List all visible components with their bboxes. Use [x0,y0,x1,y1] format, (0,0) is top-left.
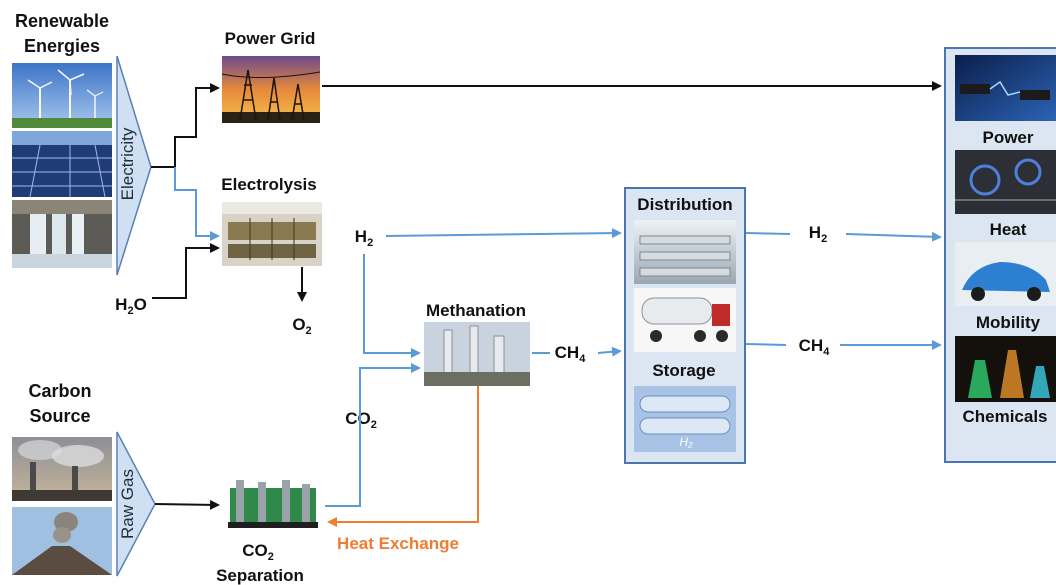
arrow-raw-gas-to-co2-separation [154,499,220,510]
chemical-flasks-photo [955,336,1056,402]
co2-separation-label-line2: Separation [216,566,304,585]
co2-flow-label: CO2 [345,409,377,431]
arrow-methanation-to-distribution [532,351,620,353]
electricity-funnel-label: Electricity [118,127,137,200]
storage-label: Storage [652,361,715,380]
arrow-distribution-h2-to-uses [745,233,940,237]
electricity-funnel: Electricity [116,55,152,276]
carbon-source-label-line1: Carbon [29,381,92,401]
use-chemicals-label: Chemicals [962,407,1047,426]
electrolysis-photo [222,202,322,266]
fuel-cell-car-photo [955,242,1056,306]
arrow-electricity-to-electrolysis [174,167,220,241]
wind-turbines-photo [12,63,112,128]
renewable-energies-label-line2: Energies [24,36,100,56]
power-grid-photo [221,56,321,123]
renewable-energies-label-line1: Renewable [15,11,109,31]
methanation-plant-photo [424,322,530,386]
use-heat-label: Heat [990,220,1027,239]
volcano-photo [12,507,112,575]
arrow-distribution-ch4-to-uses [745,344,940,345]
raw-gas-funnel-label: Raw Gas [118,469,137,539]
gas-stove-photo [955,150,1056,214]
o2-output-label: O2 [292,315,311,337]
use-mobility-label: Mobility [976,313,1041,332]
hydro-dam-photo [12,200,112,268]
co2-separation-unit-photo [222,476,324,534]
arrow-co2-to-methanation [325,363,421,507]
power-grid-label: Power Grid [225,29,316,48]
arrow-h2o-to-electrolysis [152,243,220,299]
raw-gas-funnel: Raw Gas [116,431,156,577]
ch4-flow-label-distribution: CH4 [799,336,831,358]
arrow-electricity-to-power-grid [151,83,220,168]
distribution-label: Distribution [637,195,732,214]
power-plant-smoke-photo [12,437,112,501]
distribution-storage-panel: Distribution Storage H₂ [624,187,746,464]
tanker-truck-photo [634,288,736,352]
use-power-label: Power [982,128,1033,147]
svg-text:H₂: H₂ [679,435,693,449]
solar-panels-photo [12,131,112,198]
power-plug-photo [955,55,1056,121]
heat-exchange-label: Heat Exchange [337,534,459,553]
arrow-h2-to-distribution [385,228,622,239]
ch4-flow-label-methanation: CH4 [555,343,587,365]
arrow-h2-to-methanation [363,254,421,358]
h2-flow-label-distribution: H2 [809,223,827,245]
arrow-heat-exchange [327,386,479,527]
electrolysis-label: Electrolysis [221,175,316,194]
co2-separation-label-line1: CO2 [242,541,274,563]
h2-flow-label-electrolysis: H2 [355,227,373,249]
methanation-label: Methanation [426,301,526,320]
end-uses-panel: Power Heat Mobility Chemicals [944,47,1056,463]
carbon-source-label-line2: Source [29,406,90,426]
pipeline-photo [634,220,736,284]
h2o-input-label: H2O [115,295,147,317]
hydrogen-storage-photo: H₂ [634,386,736,452]
